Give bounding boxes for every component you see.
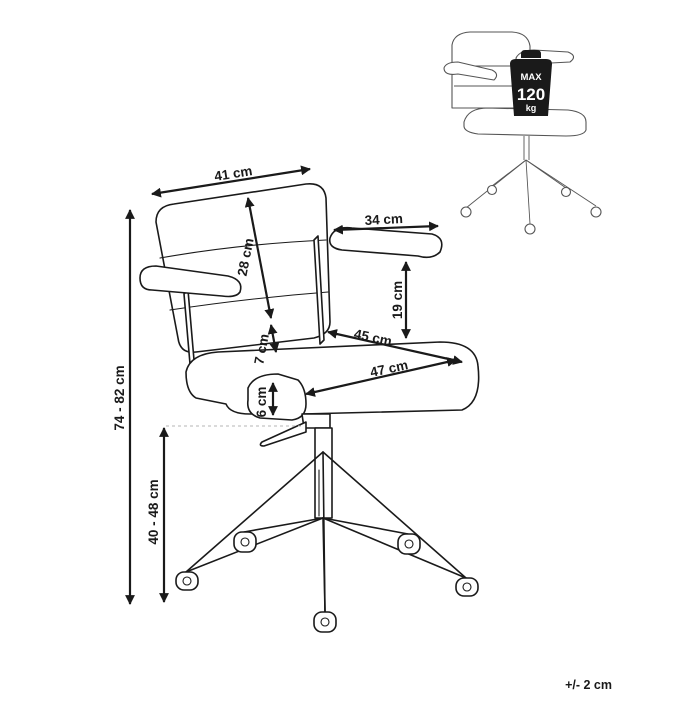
backrest-gap-label: 7 cm [251, 333, 272, 366]
main-chair [139, 182, 480, 633]
width-back-label: 41 cm [213, 163, 253, 184]
caster [233, 531, 257, 553]
seat-thickness-dimension: 6 cm [254, 382, 278, 418]
width-back-dimension: 41 cm [151, 163, 311, 198]
backrest-gap-dimension: 7 cm [251, 324, 280, 366]
armrest-length-label: 34 cm [364, 211, 403, 228]
backrest-height-dimension: 28 cm [235, 197, 275, 319]
armrest-length-dimension: 34 cm [333, 211, 439, 235]
caster [313, 611, 337, 633]
badge-unit-text: kg [526, 103, 537, 113]
seat-thickness-label: 6 cm [254, 387, 269, 418]
tolerance-note: +/- 2 cm [565, 678, 612, 692]
max-weight-badge: MAX 120 kg [510, 50, 552, 116]
total-height-dimension: 74 - 82 cm [112, 209, 135, 605]
seat-height-dimension: 40 - 48 cm [146, 427, 169, 603]
badge-max-text: MAX [520, 72, 542, 83]
caster [455, 577, 479, 597]
armrest-height-label: 19 cm [390, 281, 405, 319]
backrest-height-label: 28 cm [235, 237, 257, 277]
badge-value-text: 120 [517, 85, 545, 104]
thumbnail-chair [443, 31, 602, 235]
caster [397, 533, 421, 555]
caster [175, 571, 199, 591]
total-height-label: 74 - 82 cm [112, 365, 127, 430]
seat-height-label: 40 - 48 cm [146, 479, 161, 544]
armrest-height-dimension: 19 cm [390, 261, 411, 339]
